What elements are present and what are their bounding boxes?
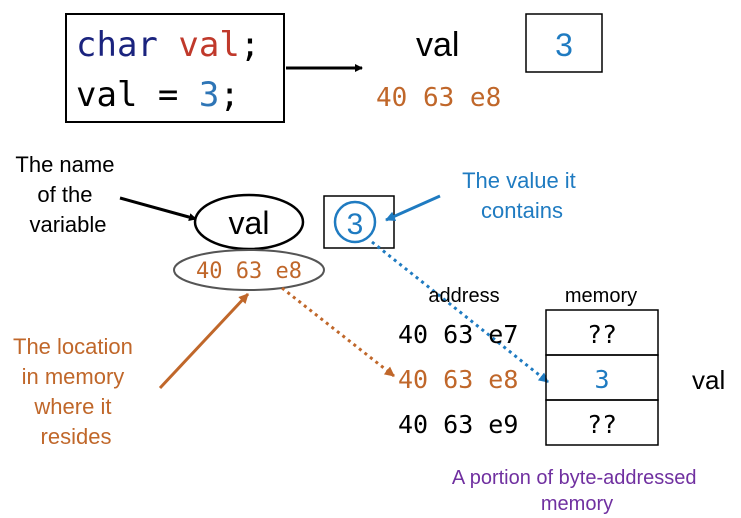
- value-box: [323, 195, 395, 249]
- location-label: The location in memory where it resides: [13, 334, 139, 449]
- address: 40 63 e8: [196, 259, 302, 284]
- row-address: 40 63 e7: [398, 320, 518, 349]
- top-value: 3: [555, 27, 573, 63]
- address-header: address: [428, 285, 499, 307]
- code-keyword-char: char: [76, 25, 158, 65]
- code-box: [65, 13, 285, 123]
- var-name: val: [229, 205, 270, 241]
- row-var-label: val: [692, 365, 725, 395]
- memory-row: 40 63 e7 ??: [398, 309, 659, 356]
- value-label: The value it contains: [462, 168, 582, 223]
- top-var-name: val: [416, 26, 459, 64]
- code-number: 3: [199, 75, 219, 115]
- code-identifier: val: [178, 25, 239, 65]
- memory-cell: [545, 399, 659, 446]
- value: 3: [347, 208, 364, 241]
- value-to-memory-dotted-arrow: [371, 240, 549, 384]
- address-ellipse: [173, 249, 325, 291]
- address-to-memory-dotted-arrow: [281, 286, 395, 378]
- memory-row: 40 63 e8 3 val: [398, 354, 725, 401]
- name-arrow: [119, 196, 197, 221]
- code-line-2: val = 3;: [76, 75, 240, 115]
- row-value: ??: [587, 410, 617, 439]
- code-identifier-2: val: [76, 75, 137, 115]
- row-value: ??: [587, 320, 617, 349]
- name-label: The name of the variable: [15, 152, 120, 237]
- row-address: 40 63 e8: [398, 365, 518, 394]
- row-address: 40 63 e9: [398, 410, 518, 439]
- top-address: 40 63 e8: [376, 83, 501, 113]
- memory-caption: A portion of byte-addressed memory: [452, 467, 702, 515]
- row-value: 3: [594, 365, 609, 394]
- top-value-box: [525, 13, 603, 73]
- location-arrow: [158, 292, 250, 390]
- code-line-1: char val;: [76, 25, 260, 65]
- memory-header: memory: [565, 285, 637, 307]
- memory-row: 40 63 e9 ??: [398, 399, 659, 446]
- value-arrow: [385, 194, 441, 222]
- value-circle: [333, 200, 377, 244]
